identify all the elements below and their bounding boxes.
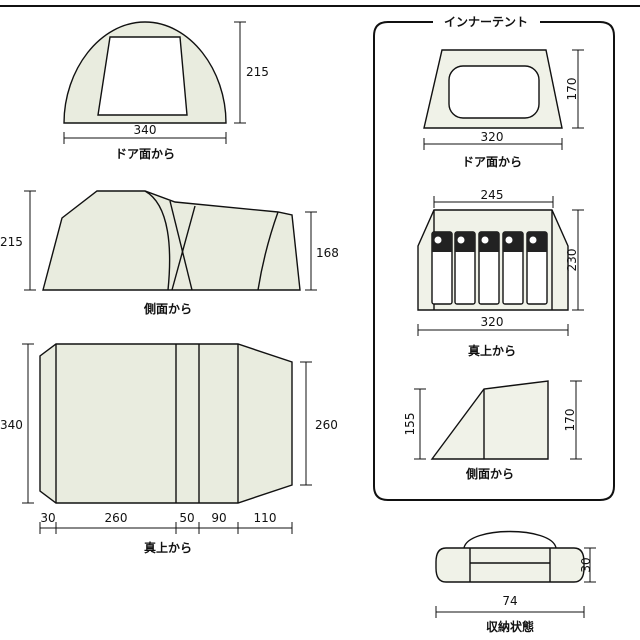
- top-view-segment-2: 260: [105, 511, 128, 525]
- inner-side-height-right-label: 170: [563, 409, 577, 432]
- side-view-front-dome-seam: [144, 190, 171, 291]
- inner-door-height-label: 170: [565, 78, 579, 101]
- sleeping-bag: [431, 231, 453, 305]
- storage-bag-body: [435, 547, 585, 583]
- door-view-height-label: 215: [246, 65, 269, 79]
- inner-door-width-label: 320: [481, 130, 504, 144]
- side-view-caption: 側面から: [143, 301, 192, 316]
- side-view-strut-b: [171, 205, 196, 291]
- inner-door-window: [448, 65, 540, 119]
- inner-tent-border: [373, 21, 615, 501]
- inner-side-height-left-label: 155: [403, 413, 417, 436]
- inner-top-caption: 真上から: [468, 343, 516, 358]
- top-view: 340 260 30 260 50 90 110 真上から: [0, 343, 338, 555]
- side-view-rear-seam: [257, 211, 279, 291]
- top-view-segment-1: 30: [40, 511, 55, 525]
- storage-height-label: 30: [579, 557, 593, 572]
- top-view-segment-4: 90: [211, 511, 226, 525]
- inner-side-caption: 側面から: [465, 466, 514, 481]
- sleeping-bag: [454, 231, 476, 305]
- storage-caption: 収納状態: [486, 619, 534, 634]
- inner-side-view: 155 170 側面から: [403, 380, 582, 481]
- top-view-tent-outline: [39, 343, 293, 504]
- inner-tent-panel: インナーテント 170 320 ドア面から 245: [373, 15, 615, 501]
- side-view-strut-a: [169, 200, 193, 291]
- door-view: 215 340 ドア面から: [63, 21, 269, 161]
- side-view-height-rear-label: 168: [316, 246, 339, 260]
- sleeping-bag: [502, 231, 524, 305]
- side-view-tent-outline: [42, 190, 301, 291]
- side-view-height-front-label: 215: [0, 235, 23, 249]
- door-view-caption: ドア面から: [115, 147, 175, 161]
- inner-top-view: 245: [417, 188, 584, 358]
- top-view-height-right-label: 260: [315, 418, 338, 432]
- door-view-door-panel: [97, 36, 188, 116]
- storage-bag-handle: [463, 530, 557, 549]
- sleeping-bag: [526, 231, 548, 305]
- inner-door-caption: ドア面から: [462, 155, 522, 169]
- inner-tent-title: インナーテント: [444, 15, 528, 29]
- sleeping-bag: [478, 231, 500, 305]
- top-view-segment-3: 50: [179, 511, 194, 525]
- inner-door-view: 170 320 ドア面から: [423, 49, 584, 169]
- inner-side-outline: [430, 380, 549, 460]
- top-view-segment-5: 110: [254, 511, 277, 525]
- sleeping-bags: [431, 231, 548, 305]
- door-view-width-label: 340: [134, 123, 157, 137]
- inner-top-width-top-label: 245: [481, 188, 504, 202]
- inner-top-height-label: 230: [565, 249, 579, 272]
- storage-width-label: 74: [502, 594, 517, 608]
- side-view: 215 168 側面から: [0, 190, 339, 316]
- top-view-height-left-label: 340: [0, 418, 23, 432]
- inner-top-width-bottom-label: 320: [481, 315, 504, 329]
- storage-view: 30 74 収納状態: [435, 530, 596, 634]
- top-view-caption: 真上から: [144, 540, 192, 555]
